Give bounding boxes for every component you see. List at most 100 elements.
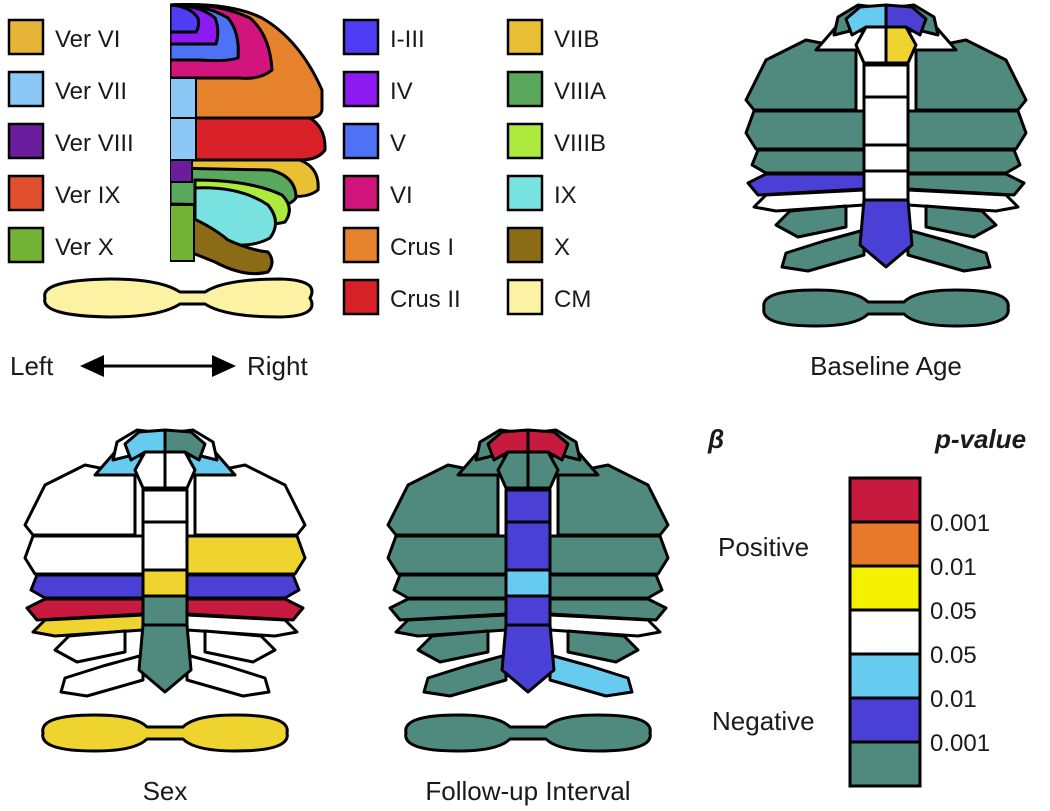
legend-label-x: X [554,234,570,261]
corpus-medullare [404,713,652,753]
lobe-crus2-L [23,534,145,576]
vermis-ix [862,169,910,202]
legend-label-ver-x: Ver X [55,234,114,261]
vermis-x [137,623,193,694]
colorbar-tick-2: 0.05 [930,598,977,625]
legend-label-viib: VIIB [554,26,599,53]
lobe-x-L [780,228,866,273]
panel-sex [23,428,307,753]
legend-swatch-x [506,226,544,264]
lobe-viib-R [185,573,301,600]
lobe-crus2-L [386,534,508,576]
legend-swatch-cm [506,278,544,316]
legend-swatch-crus-ii [342,278,380,316]
legend-label-ver-vi: Ver VI [55,26,120,53]
arrow-left-icon [80,355,104,377]
colorbar-swatch-6 [848,740,922,788]
lobe-ix-R [924,204,998,239]
beta-label: β [707,424,724,454]
legend-swatch-ver-viii [7,122,45,160]
left-label: Left [10,351,54,381]
legend-label-viiia: VIIIA [554,78,606,105]
vermis-top2-R [163,450,197,490]
vermis-vii [141,520,189,572]
orientation-indicator: Left Right [10,351,308,381]
corpus-medullare [41,713,289,753]
negative-label: Negative [712,706,815,736]
legend-label-ver-ix: Ver IX [55,182,120,209]
vermis-viii [141,568,189,598]
legend-label-cm: CM [554,286,591,313]
pvalue-label: p-value [934,424,1026,454]
legend-label-v: V [390,130,406,157]
legend-label-ver-viii: Ver VIII [55,130,134,157]
caption-follow-up-interval: Follow-up Interval [425,776,630,806]
lobe-crus2-L [744,109,866,151]
corpus-medullare [762,288,1010,328]
legend: Ver VI Ver VII Ver VIII Ver IX Ver X I-III IV V… [0,0,606,316]
legend-label-crus-i: Crus I [390,234,454,261]
colorbar-tick-1: 0.01 [930,554,977,581]
vermis-x [858,198,914,269]
lobe-viib-L [750,148,866,175]
colorbar-tick-0: 0.001 [930,510,990,537]
legend-swatch-crus-i [342,226,380,264]
lobe-x-R [548,653,634,698]
colorbar-swatch-4 [848,652,922,700]
positive-label: Positive [718,532,809,562]
legend-swatch-ver-vii [7,70,45,108]
vermis-ix [504,594,552,627]
lobe-x-L [59,653,145,698]
legend-swatch-viiia [506,70,544,108]
colorbar-swatch-0 [848,476,922,524]
lobe-ix-R [566,629,640,664]
vermis-top2-R [526,450,560,490]
legend-swatch-v [342,122,380,160]
legend-swatch-ver-x [7,226,45,264]
caption-sex: Sex [143,776,188,806]
vermis-viii [862,143,910,173]
lobe-ix-R [203,629,277,664]
legend-swatch-i-iii [342,18,380,56]
lobe-ix-L [53,629,127,664]
colorbar-tick-5: 0.001 [930,730,990,757]
legend-label-ver-vii: Ver VII [55,78,127,105]
legend-label-ix: IX [554,182,577,209]
lobe-viib-L [392,573,508,600]
legend-label-viiib: VIIIB [554,130,606,157]
lobe-x-R [906,228,992,273]
vermis-vi [504,488,552,524]
legend-swatch-vi [342,174,380,212]
vermis-ix [141,594,189,627]
caption-baseline-age: Baseline Age [810,351,962,381]
legend-swatch-ver-ix [7,174,45,212]
colorbar-swatch-1 [848,520,922,568]
arrow-right-icon [212,355,236,377]
legend-swatch-ix [506,174,544,212]
lobe-crus2-R [548,534,670,576]
vermis-vi [862,63,910,99]
lobe-x-R [185,653,271,698]
atlas-schematic [43,3,327,319]
legend-label-i-iii: I-III [390,26,425,53]
lobe-ix-L [416,629,490,664]
panel-follow-up-interval [386,428,670,753]
lobe-crus2-R [185,534,307,576]
cm-shape [43,277,314,319]
vermis-vii [862,95,910,147]
colorbar-swatch-5 [848,696,922,744]
colorbar-swatch-2 [848,564,922,612]
colorbar-swatch-3 [848,608,922,656]
legend-label-iv: IV [390,78,413,105]
colorbar-tick-4: 0.01 [930,686,977,713]
legend-swatch-ver-vi [7,18,45,56]
vermis-viii [504,568,552,598]
vermis-vii [504,520,552,572]
legend-swatch-viiib [506,122,544,160]
lobe-viib-R [906,148,1022,175]
vermis-top2-R [884,25,918,65]
right-label: Right [247,351,308,381]
lobe-x-L [422,653,508,698]
lobe-ix-L [774,204,848,239]
